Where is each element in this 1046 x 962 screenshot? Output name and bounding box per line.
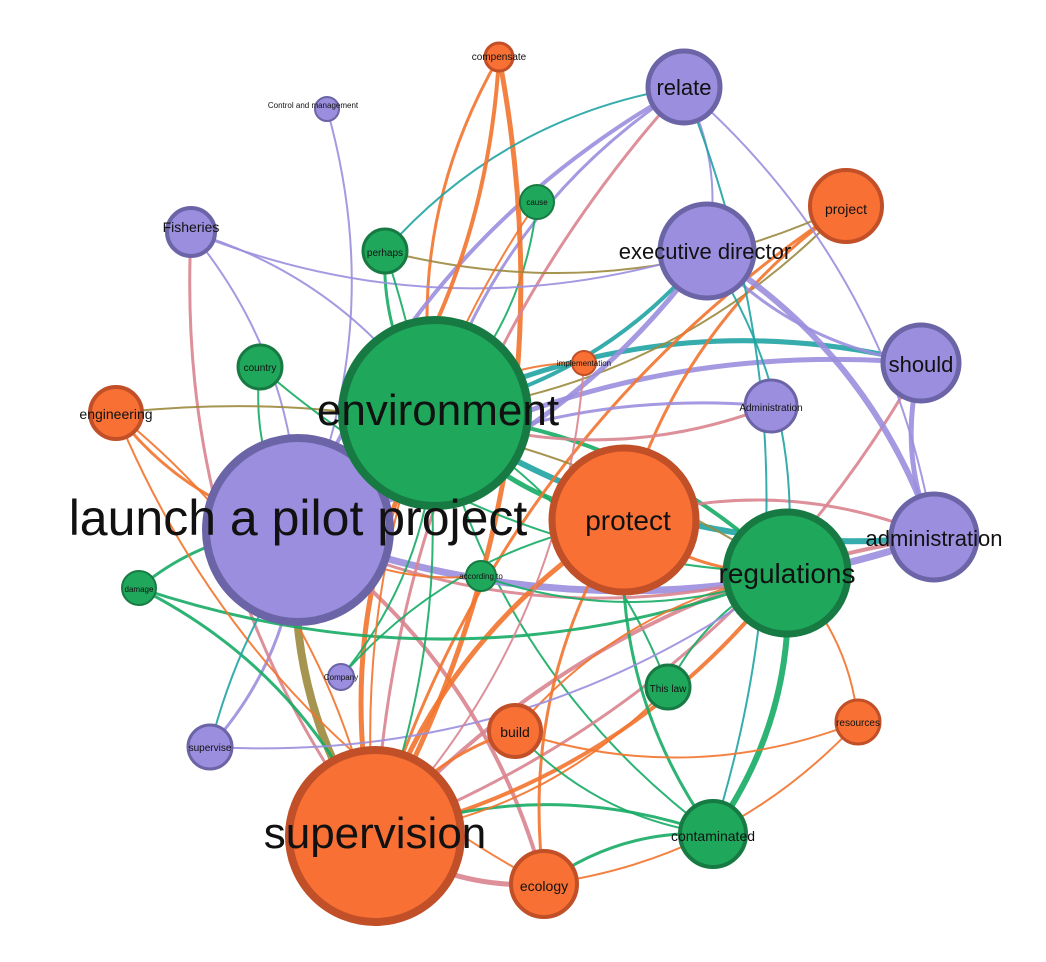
- label-cause: cause: [526, 198, 548, 207]
- label-country: country: [244, 363, 277, 374]
- label-should: should: [889, 352, 954, 377]
- node-contaminated[interactable]: [678, 799, 748, 869]
- node-company[interactable]: [327, 663, 355, 691]
- label-relate: relate: [656, 75, 711, 100]
- node-adminsmall[interactable]: [743, 378, 799, 434]
- node-protect[interactable]: [548, 444, 700, 596]
- node-should[interactable]: [880, 322, 962, 404]
- edge-relate-contaminated: [683, 86, 768, 835]
- label-fisheries: Fisheries: [163, 219, 220, 235]
- label-resources: resources: [836, 718, 880, 729]
- label-company: Company: [324, 673, 358, 682]
- node-control[interactable]: [314, 96, 340, 122]
- label-accordingto: according to: [459, 572, 503, 581]
- label-contaminated: contaminated: [671, 828, 755, 844]
- node-ecology[interactable]: [509, 849, 579, 919]
- node-fisheries[interactable]: [165, 206, 217, 258]
- node-thislaw[interactable]: [644, 663, 692, 711]
- node-launch[interactable]: [202, 434, 394, 626]
- node-build[interactable]: [487, 703, 543, 759]
- label-environment: environment: [317, 386, 559, 435]
- edge-supervision-project: [373, 204, 848, 838]
- label-launch: launch a pilot project: [69, 490, 528, 546]
- node-supervise[interactable]: [186, 723, 234, 771]
- node-cause[interactable]: [519, 184, 555, 220]
- label-supervision: supervision: [264, 809, 487, 858]
- node-damage[interactable]: [121, 570, 157, 606]
- node-resources[interactable]: [834, 698, 882, 746]
- label-administration: administration: [866, 526, 1003, 551]
- node-implementation[interactable]: [571, 350, 597, 376]
- label-perhaps: perhaps: [367, 248, 403, 259]
- node-accordingto[interactable]: [465, 560, 497, 592]
- node-perhaps[interactable]: [361, 227, 409, 275]
- edge-build-resources: [514, 721, 859, 759]
- edge-relate-perhaps: [384, 86, 685, 252]
- edge-project-perhaps: [384, 205, 847, 275]
- label-compensate: compensate: [472, 52, 527, 63]
- node-executive[interactable]: [657, 201, 757, 301]
- node-project[interactable]: [808, 168, 884, 244]
- label-control: Control and management: [268, 101, 359, 110]
- label-build: build: [500, 724, 530, 740]
- label-adminsmall: Administration: [739, 403, 802, 414]
- edge-fisheries-executive: [190, 231, 708, 290]
- label-thislaw: This law: [650, 684, 687, 695]
- edge-regulations-damage: [137, 571, 789, 641]
- nodes-layer: [88, 41, 980, 926]
- node-administration[interactable]: [888, 491, 980, 583]
- node-compensate[interactable]: [483, 41, 515, 73]
- label-protect: protect: [585, 505, 671, 536]
- node-engineering[interactable]: [88, 385, 144, 441]
- label-supervise: supervise: [189, 743, 232, 754]
- node-regulations[interactable]: [722, 508, 852, 638]
- edge-country-regulations: [259, 366, 788, 574]
- node-environment[interactable]: [338, 316, 532, 510]
- node-country[interactable]: [236, 343, 284, 391]
- label-executive: executive director: [619, 239, 791, 264]
- label-ecology: ecology: [520, 878, 568, 894]
- label-engineering: engineering: [79, 406, 152, 422]
- node-supervision[interactable]: [285, 746, 465, 926]
- edge-cause-supervision: [369, 201, 538, 837]
- node-relate[interactable]: [645, 48, 723, 126]
- label-implementation: implementation: [557, 359, 611, 368]
- edge-relate-administration: [683, 86, 935, 538]
- label-project: project: [825, 201, 867, 217]
- labels-layer: launch a pilot project environment supervi…: [69, 52, 1003, 894]
- label-regulations: regulations: [719, 558, 856, 589]
- label-damage: damage: [125, 585, 154, 594]
